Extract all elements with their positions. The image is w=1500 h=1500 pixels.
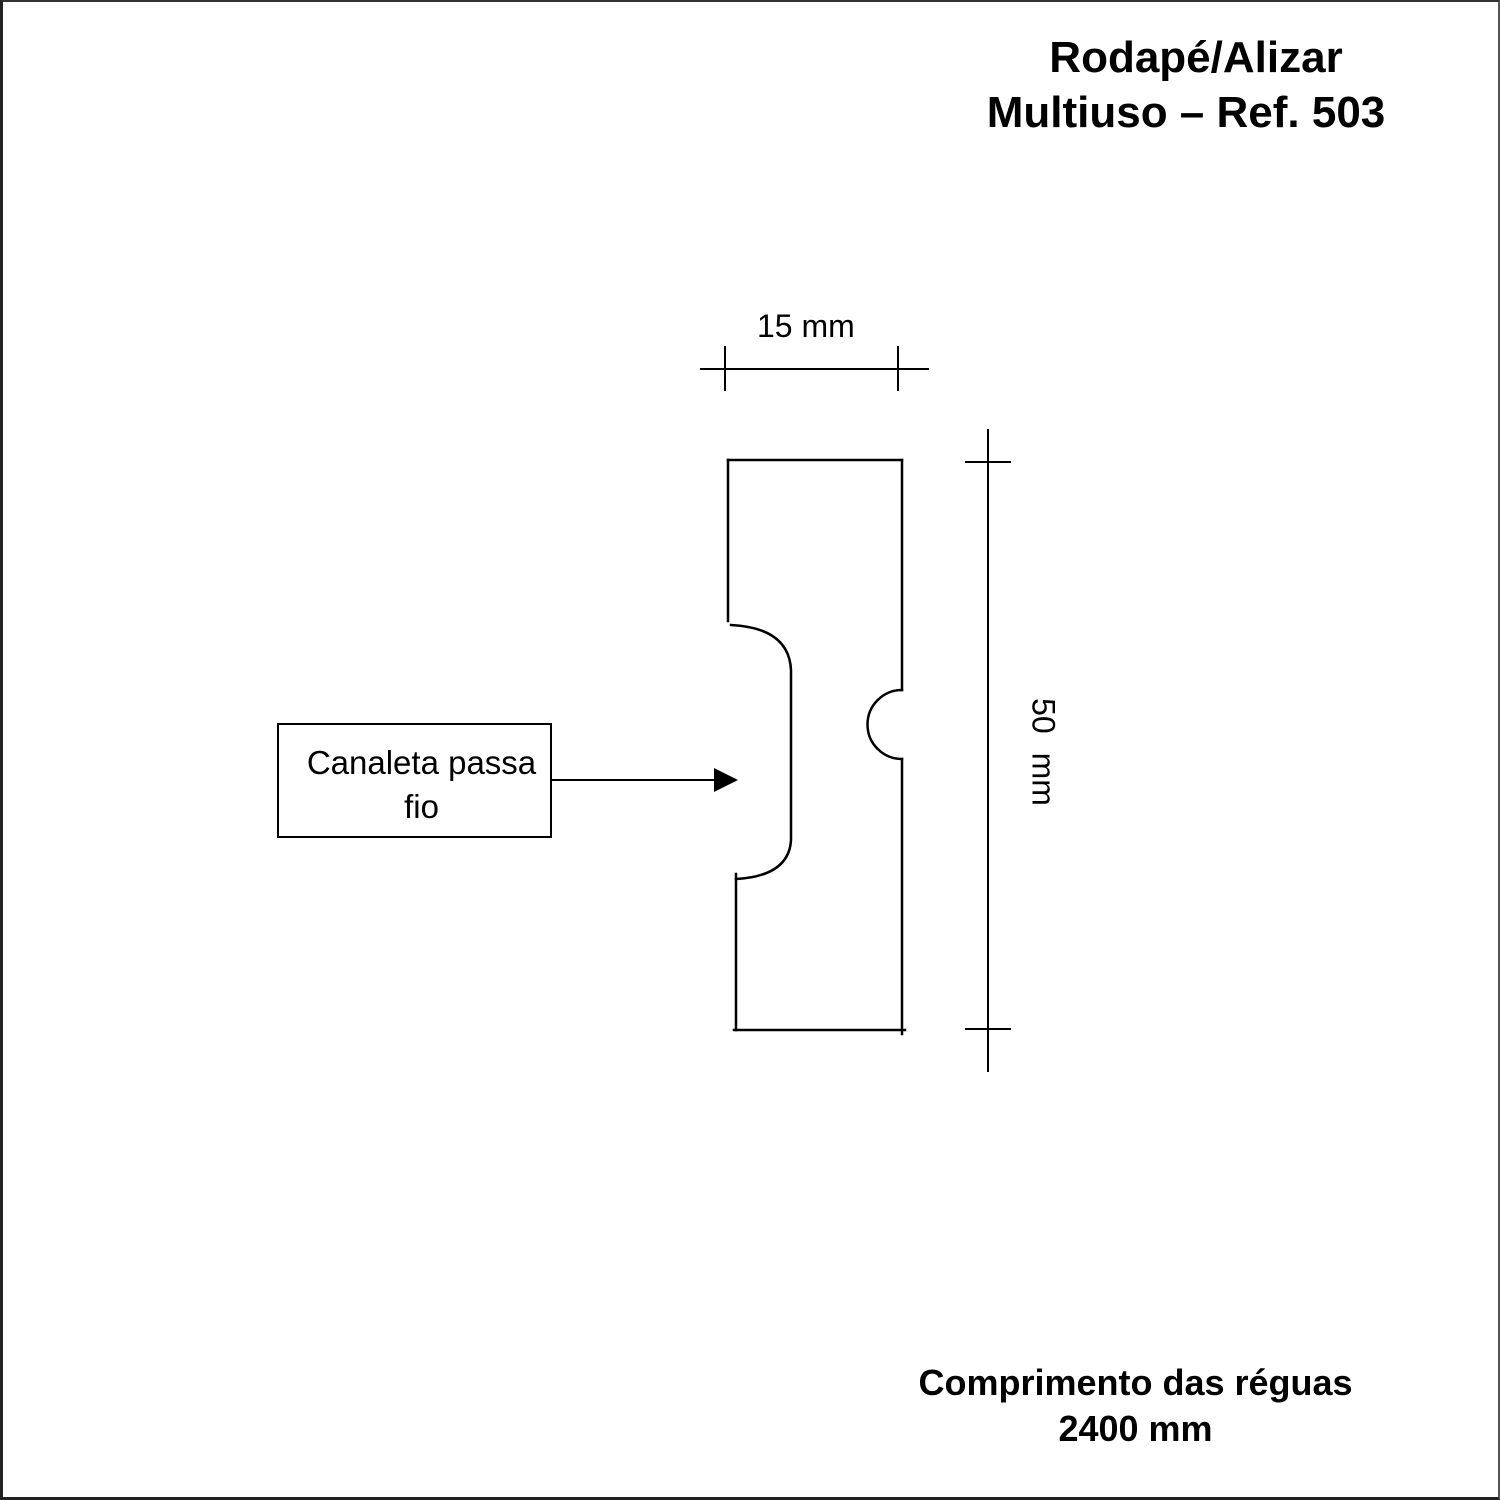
- callout-arrow: [552, 768, 738, 792]
- profile-drawing: [552, 346, 1011, 1072]
- wire-channel-callout-text: Canaleta passa fio: [306, 744, 537, 825]
- height-dimension-line: [965, 429, 1011, 1072]
- height-dimension-label: 50 mm: [1025, 698, 1062, 806]
- length-note: Comprimento das réguas 2400 mm: [873, 1360, 1398, 1452]
- length-note-value: 2400 mm: [1058, 1408, 1213, 1449]
- title-line-1: Rodapé/Alizar: [1049, 33, 1343, 82]
- title-line-2: Multiuso – Ref. 503: [986, 88, 1386, 137]
- length-note-label: Comprimento das réguas: [918, 1362, 1353, 1403]
- width-dimension-label: 15 mm: [757, 308, 855, 344]
- drawing-title: Rodapé/Alizar Multiuso – Ref. 503: [926, 30, 1446, 140]
- width-dimension-line: [700, 346, 929, 391]
- molding-profile-outline: [726, 458, 907, 1036]
- wire-channel-callout-box: Canaleta passa fio: [277, 723, 552, 838]
